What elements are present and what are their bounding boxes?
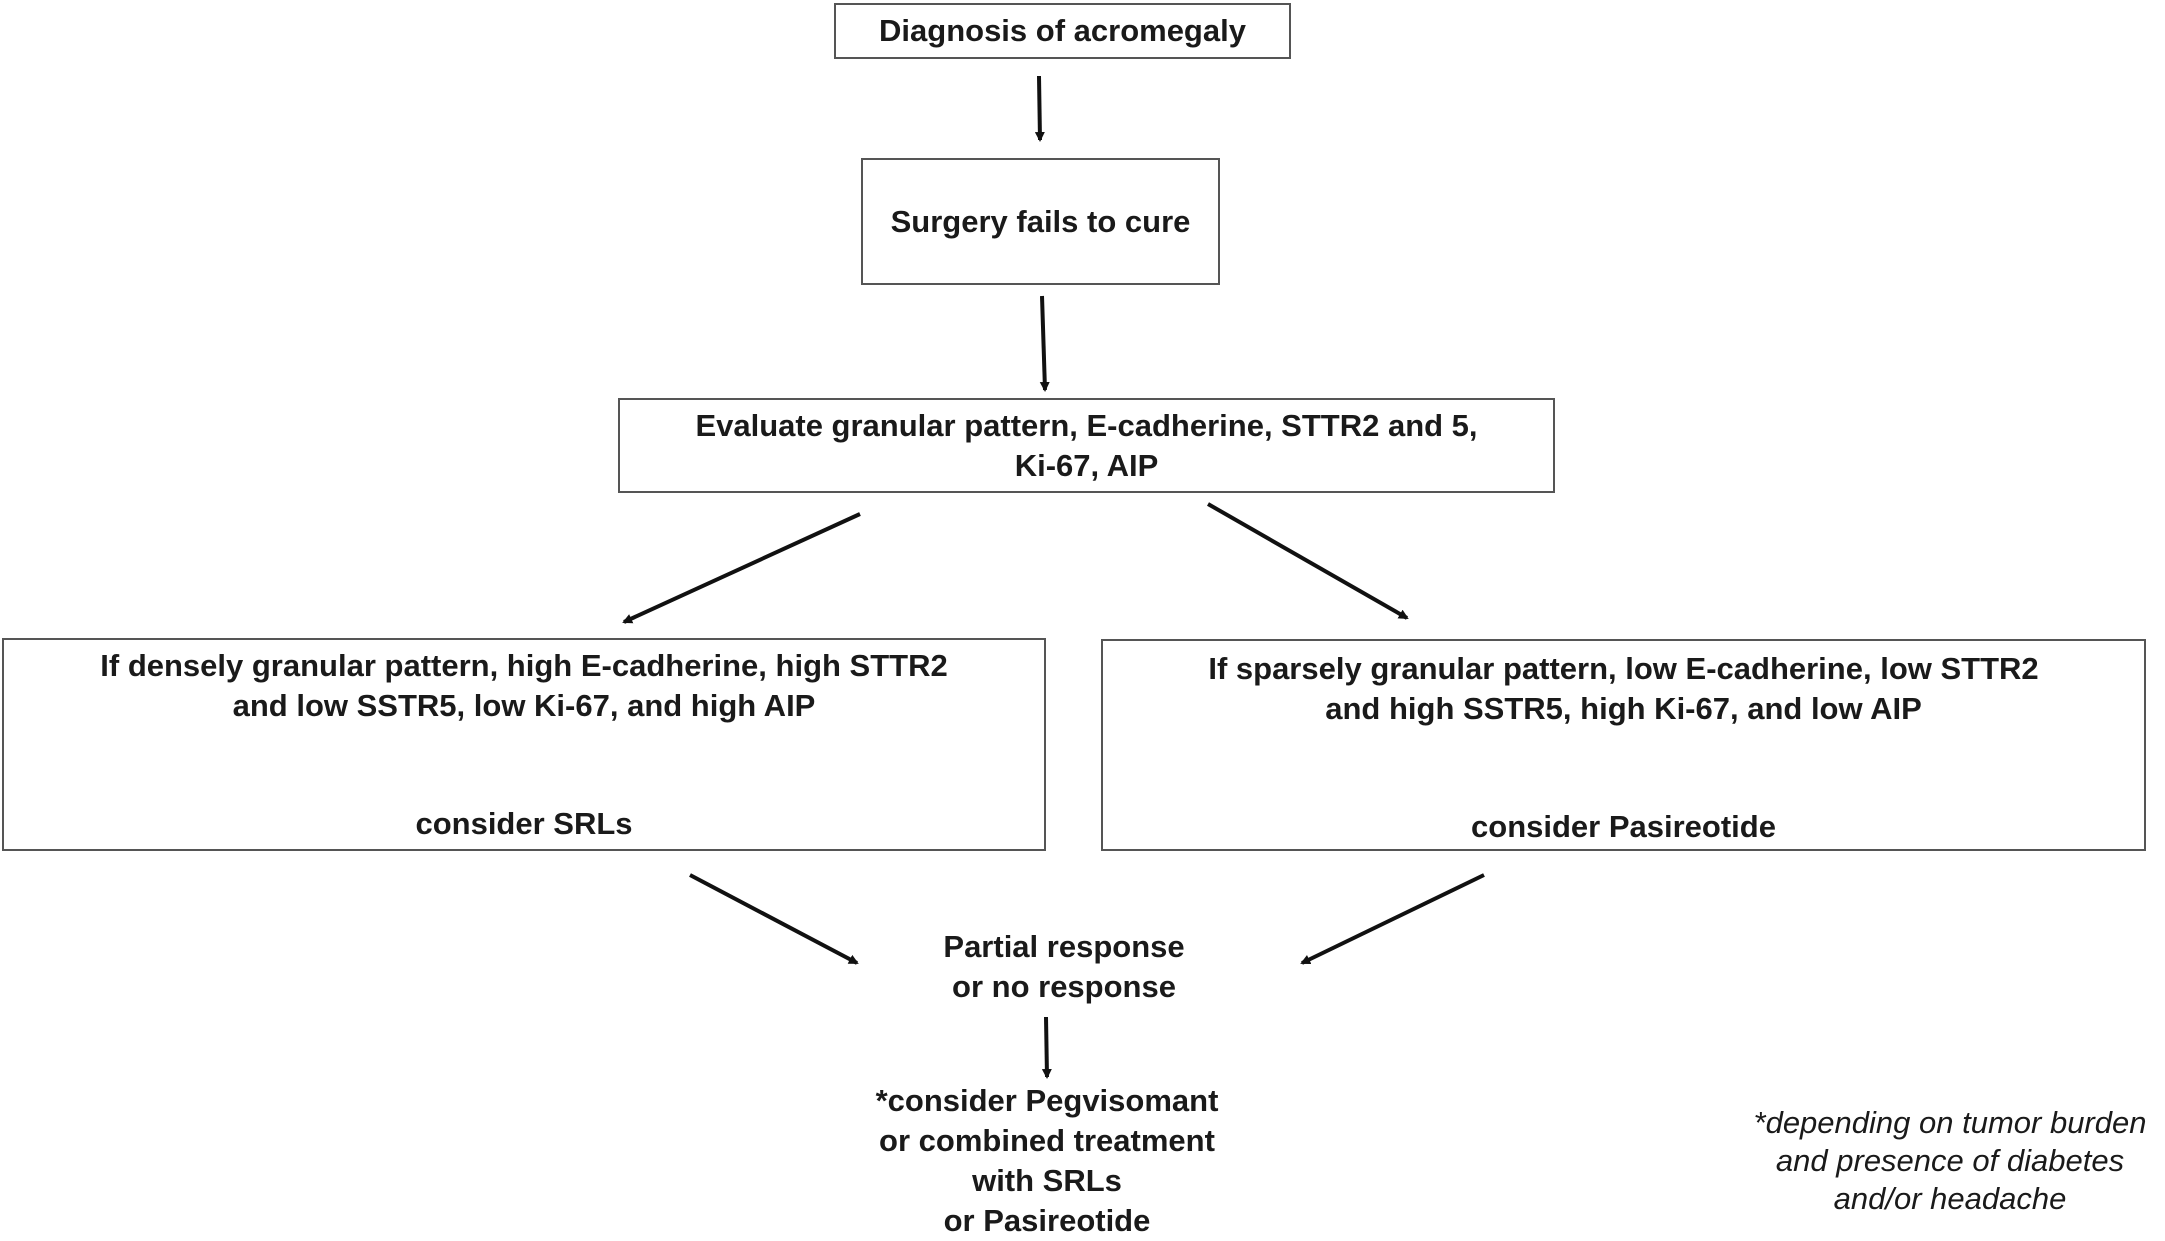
evaluate-line-1: Evaluate granular pattern, E-cadherine, … xyxy=(695,407,1478,443)
left-branch-line-2: and low SSTR5, low Ki-67, and high AIP xyxy=(232,688,816,723)
footnote-line-1: *depending on tumor burden xyxy=(1753,1105,2147,1140)
final-treatment-text: *consider Pegvisomant or combined treatm… xyxy=(822,1081,1272,1241)
left-branch-box: If densely granular pattern, high E-cadh… xyxy=(2,638,1046,851)
right-branch-action: consider Pasireotide xyxy=(1471,809,1776,844)
response-text: Partial response or no response xyxy=(864,927,1264,1007)
final-line-3: with SRLs xyxy=(972,1163,1122,1198)
arrow-surgery-to-evaluate xyxy=(1039,295,1050,392)
left-branch-line-1: If densely granular pattern, high E-cadh… xyxy=(100,648,948,683)
arrow-response-to-final xyxy=(1041,1016,1052,1079)
left-branch-action: consider SRLs xyxy=(415,806,633,841)
arrow-diagnosis-to-surgery xyxy=(1034,75,1045,142)
final-line-2: or combined treatment xyxy=(879,1123,1215,1158)
response-line-2: or no response xyxy=(952,969,1176,1004)
arrow-evaluate-to-right xyxy=(1207,502,1409,620)
response-line-1: Partial response xyxy=(943,929,1185,964)
right-branch-line-2: and high SSTR5, high Ki-67, and low AIP xyxy=(1325,691,1922,726)
arrow-right-to-response xyxy=(1300,873,1485,965)
footnote-line-3: and/or headache xyxy=(1833,1181,2067,1216)
diagnosis-box: Diagnosis of acromegaly xyxy=(834,3,1291,59)
surgery-label: Surgery fails to cure xyxy=(890,203,1191,239)
diagnosis-label: Diagnosis of acromegaly xyxy=(879,13,1246,48)
footnote-line-2: and presence of diabetes xyxy=(1775,1143,2125,1178)
final-line-4: or Pasireotide xyxy=(943,1203,1151,1238)
arrow-evaluate-to-left xyxy=(622,512,861,624)
evaluate-box: Evaluate granular pattern, E-cadherine, … xyxy=(618,398,1555,493)
evaluate-line-2: Ki-67, AIP xyxy=(1014,447,1159,483)
surgery-box: Surgery fails to cure xyxy=(861,158,1220,285)
arrow-left-to-response xyxy=(689,873,859,965)
right-branch-line-1: If sparsely granular pattern, low E-cadh… xyxy=(1208,651,2039,686)
footnote: *depending on tumor burden and presence … xyxy=(1738,1104,2162,1218)
final-line-1: *consider Pegvisomant xyxy=(875,1083,1219,1118)
right-branch-box: If sparsely granular pattern, low E-cadh… xyxy=(1101,639,2146,851)
